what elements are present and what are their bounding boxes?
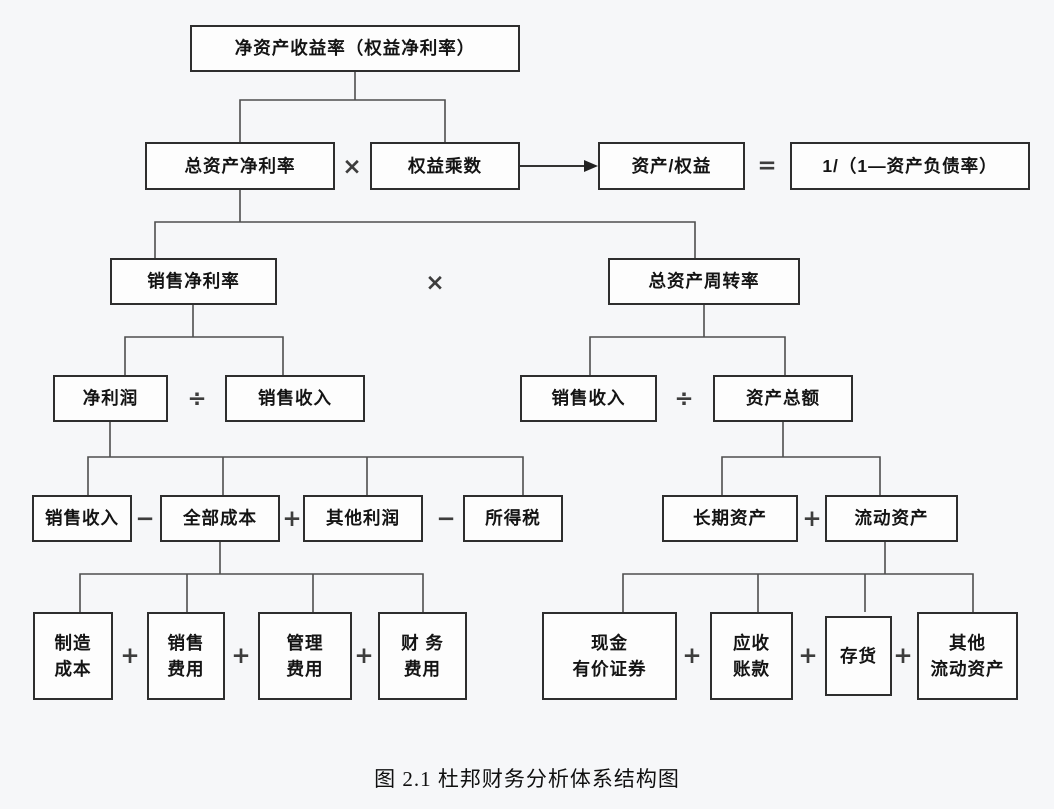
node-accounts-receivable: 应收 账款: [710, 612, 793, 700]
node-assets-over-equity: 资产/权益: [598, 142, 745, 190]
node-manufacturing-cost: 制造 成本: [33, 612, 113, 700]
plus-operator: +: [893, 643, 913, 669]
node-total-asset-turnover: 总资产周转率: [608, 258, 800, 305]
minus-operator: −: [135, 506, 155, 532]
node-cash-and-securities: 现金 有价证券: [542, 612, 677, 700]
node-long-term-assets: 长期资产: [662, 495, 798, 542]
node-other-current-assets: 其他 流动资产: [917, 612, 1018, 700]
plus-operator: +: [802, 506, 822, 532]
node-roe: 净资产收益率（权益净利率）: [190, 25, 520, 72]
node-admin-expense: 管理 费用: [258, 612, 352, 700]
divide-operator: ÷: [187, 386, 207, 412]
figure-caption: 图 2.1 杜邦财务分析体系结构图: [374, 767, 680, 791]
node-inventory: 存货: [825, 616, 892, 696]
node-income-tax: 所得税: [463, 495, 563, 542]
plus-operator: +: [282, 506, 302, 532]
plus-operator: +: [120, 643, 140, 669]
node-net-profit-margin: 销售净利率: [110, 258, 277, 305]
plus-operator: +: [354, 643, 374, 669]
node-financial-expense: 财 务 费用: [378, 612, 467, 700]
arrowhead-icon: [584, 160, 598, 172]
node-total-asset-net-margin: 总资产净利率: [145, 142, 335, 190]
node-sales-revenue: 销售收入: [32, 495, 132, 542]
node-selling-expense: 销售 费用: [147, 612, 225, 700]
node-total-cost: 全部成本: [160, 495, 280, 542]
node-current-assets: 流动资产: [825, 495, 958, 542]
multiply-operator: ×: [342, 154, 362, 180]
plus-operator: +: [231, 643, 251, 669]
node-sales-revenue: 销售收入: [225, 375, 365, 422]
plus-operator: +: [682, 643, 702, 669]
node-leverage-formula: 1/（1—资产负债率）: [790, 142, 1030, 190]
node-other-profit: 其他利润: [303, 495, 423, 542]
node-sales-revenue: 销售收入: [520, 375, 657, 422]
node-equity-multiplier: 权益乘数: [370, 142, 520, 190]
minus-operator: −: [436, 506, 456, 532]
equals-operator: =: [757, 153, 777, 179]
multiply-operator: ×: [425, 270, 445, 296]
plus-operator: +: [798, 643, 818, 669]
divide-operator: ÷: [674, 386, 694, 412]
node-total-assets: 资产总额: [713, 375, 853, 422]
node-net-profit: 净利润: [53, 375, 168, 422]
